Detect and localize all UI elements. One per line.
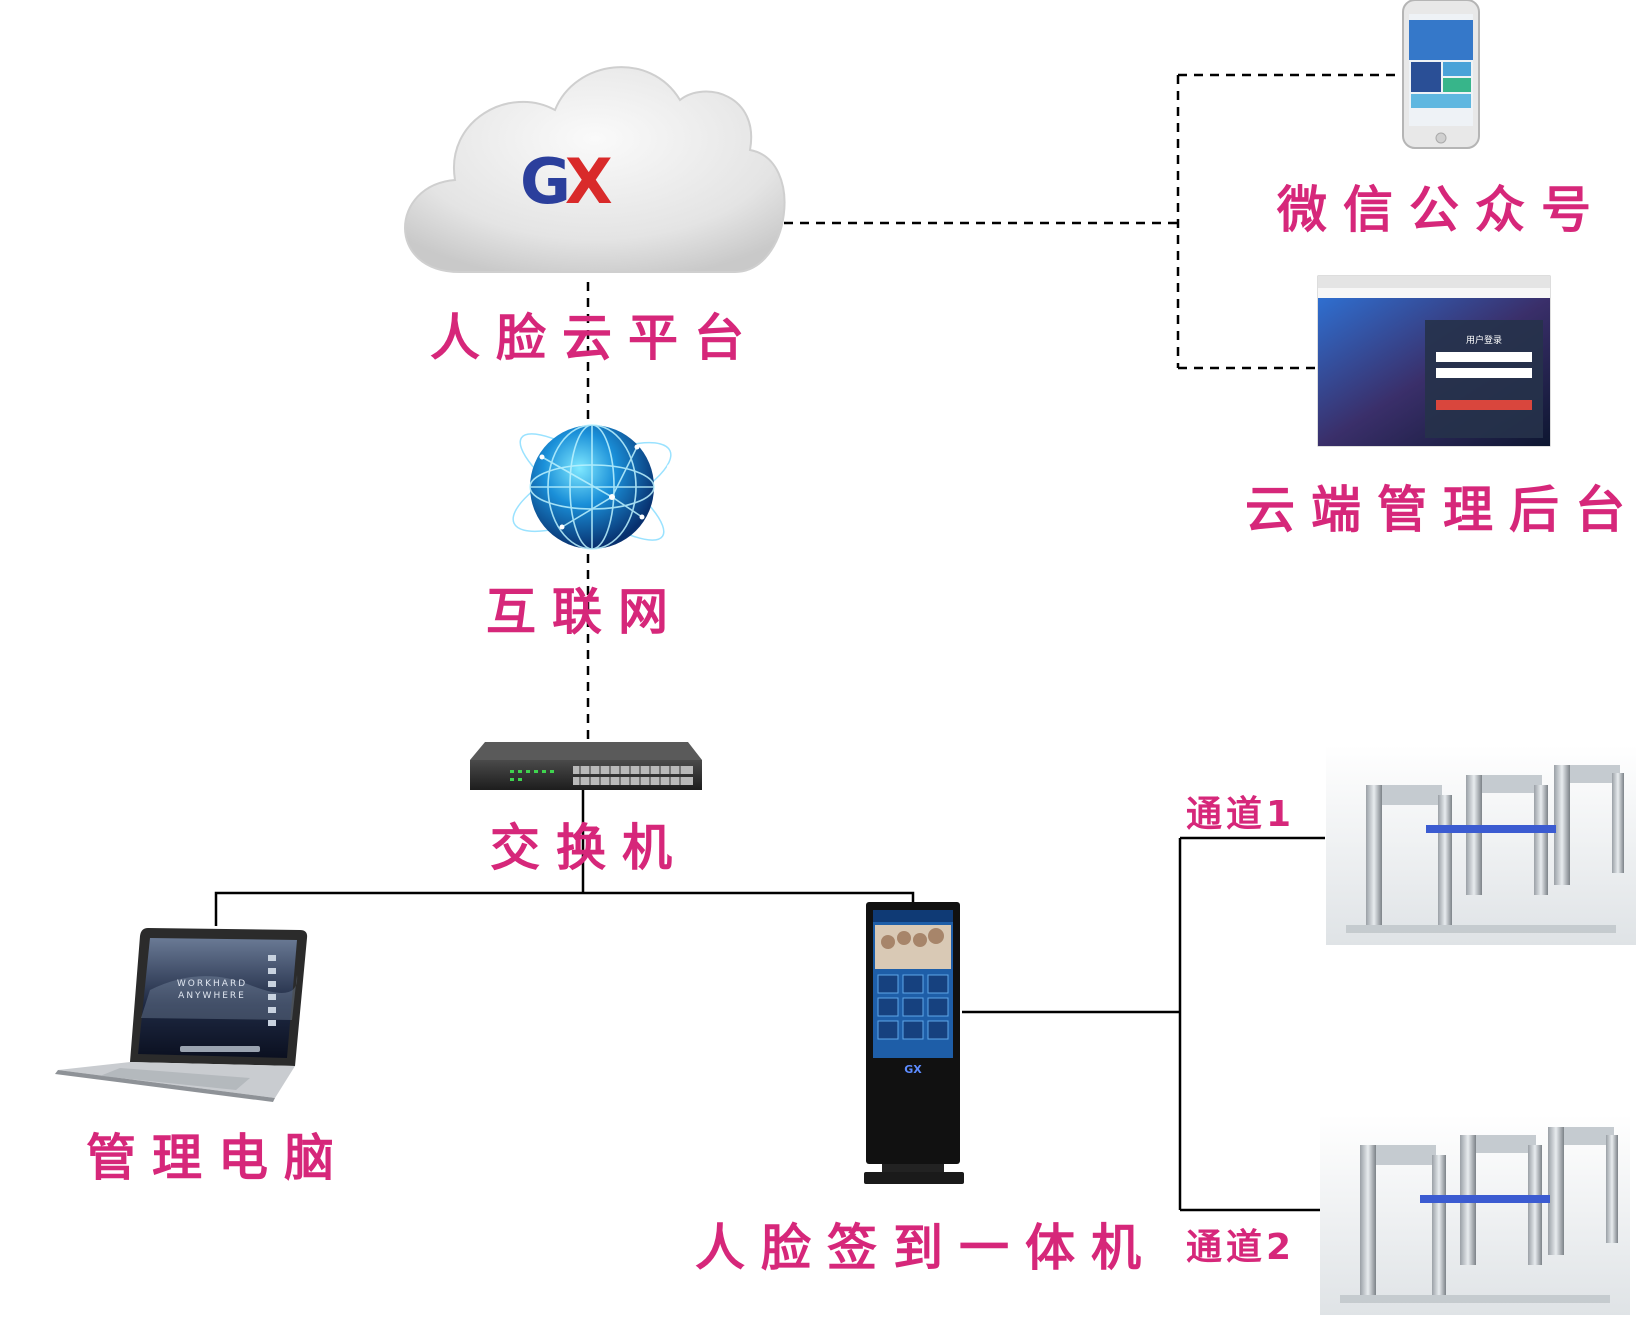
switch-label: 交换机 <box>490 819 688 877</box>
logo-text: GX <box>520 145 613 218</box>
backend-window-icon: 用户登录 <box>1317 275 1551 447</box>
kiosk-label: 人脸签到一体机 <box>695 1219 1157 1277</box>
channel-2-label: 通道2 <box>1186 1227 1296 1268</box>
backend-label: 云端管理后台 <box>1245 481 1639 539</box>
wechat-label: 微信公众号 <box>1277 181 1607 239</box>
kiosk-icon: GX <box>864 902 964 1184</box>
gate-2-icon <box>1320 1115 1630 1315</box>
laptop-icon: WORKHARD ANYWHERE <box>55 928 308 1102</box>
backend-login-title: 用户登录 <box>1466 334 1502 346</box>
cloud-logo: GX <box>520 145 613 218</box>
switch-icon <box>470 742 702 790</box>
internet-label: 互联网 <box>486 583 684 641</box>
logo-letter-g: G <box>520 145 571 218</box>
globe-icon <box>509 412 673 568</box>
cloud-icon <box>404 66 786 273</box>
svg-text:GX: GX <box>904 1063 922 1076</box>
laptop-screen-text-1: WORKHARD <box>177 979 247 989</box>
link-bus <box>214 891 915 926</box>
laptop-screen-text-2: ANYWHERE <box>178 991 246 1001</box>
logo-letter-x: X <box>564 145 613 218</box>
cloud-label: 人脸云平台 <box>430 309 760 367</box>
gate-1-icon <box>1326 745 1636 945</box>
solid-links <box>214 770 1325 1212</box>
phone-icon <box>1402 0 1480 149</box>
channel-1-label: 通道1 <box>1186 794 1296 835</box>
pc-label: 管理电脑 <box>86 1129 350 1187</box>
